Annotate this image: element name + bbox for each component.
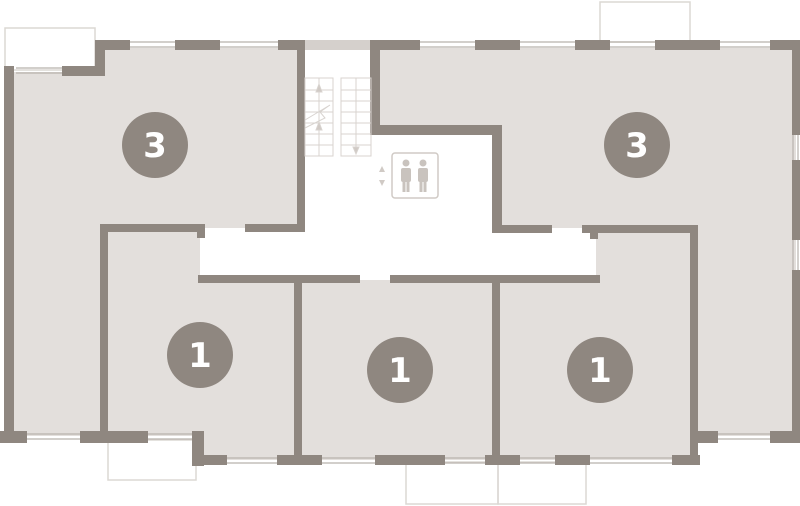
room-count: 1 [588, 351, 612, 391]
stair-exterior-wall [305, 40, 370, 50]
elevator-icon [391, 152, 439, 199]
apartment-badge-3-right: 3 [604, 112, 670, 178]
apartment-badge-3-left: 3 [122, 112, 188, 178]
apartment-3-left[interactable] [10, 48, 300, 436]
balcony-top-right [599, 1, 691, 43]
windows [16, 41, 799, 464]
balcony-top-left [4, 27, 96, 71]
apartment-3-right[interactable] [375, 48, 796, 436]
room-count: 1 [188, 336, 212, 376]
room-count: 1 [388, 351, 412, 391]
balcony-bottom-center-right [497, 461, 587, 505]
balcony-bottom-left [107, 439, 197, 481]
balcony-bottom-center-left [405, 461, 499, 505]
apartment-badge-1-center: 1 [367, 337, 433, 403]
up-down-arrows-icon [379, 166, 385, 186]
apartment-badge-1-left: 1 [167, 322, 233, 388]
room-count: 3 [625, 126, 649, 166]
apartment-badge-1-right: 1 [567, 337, 633, 403]
room-count: 3 [143, 126, 167, 166]
stairs-icon [304, 77, 372, 157]
walls [0, 40, 800, 466]
